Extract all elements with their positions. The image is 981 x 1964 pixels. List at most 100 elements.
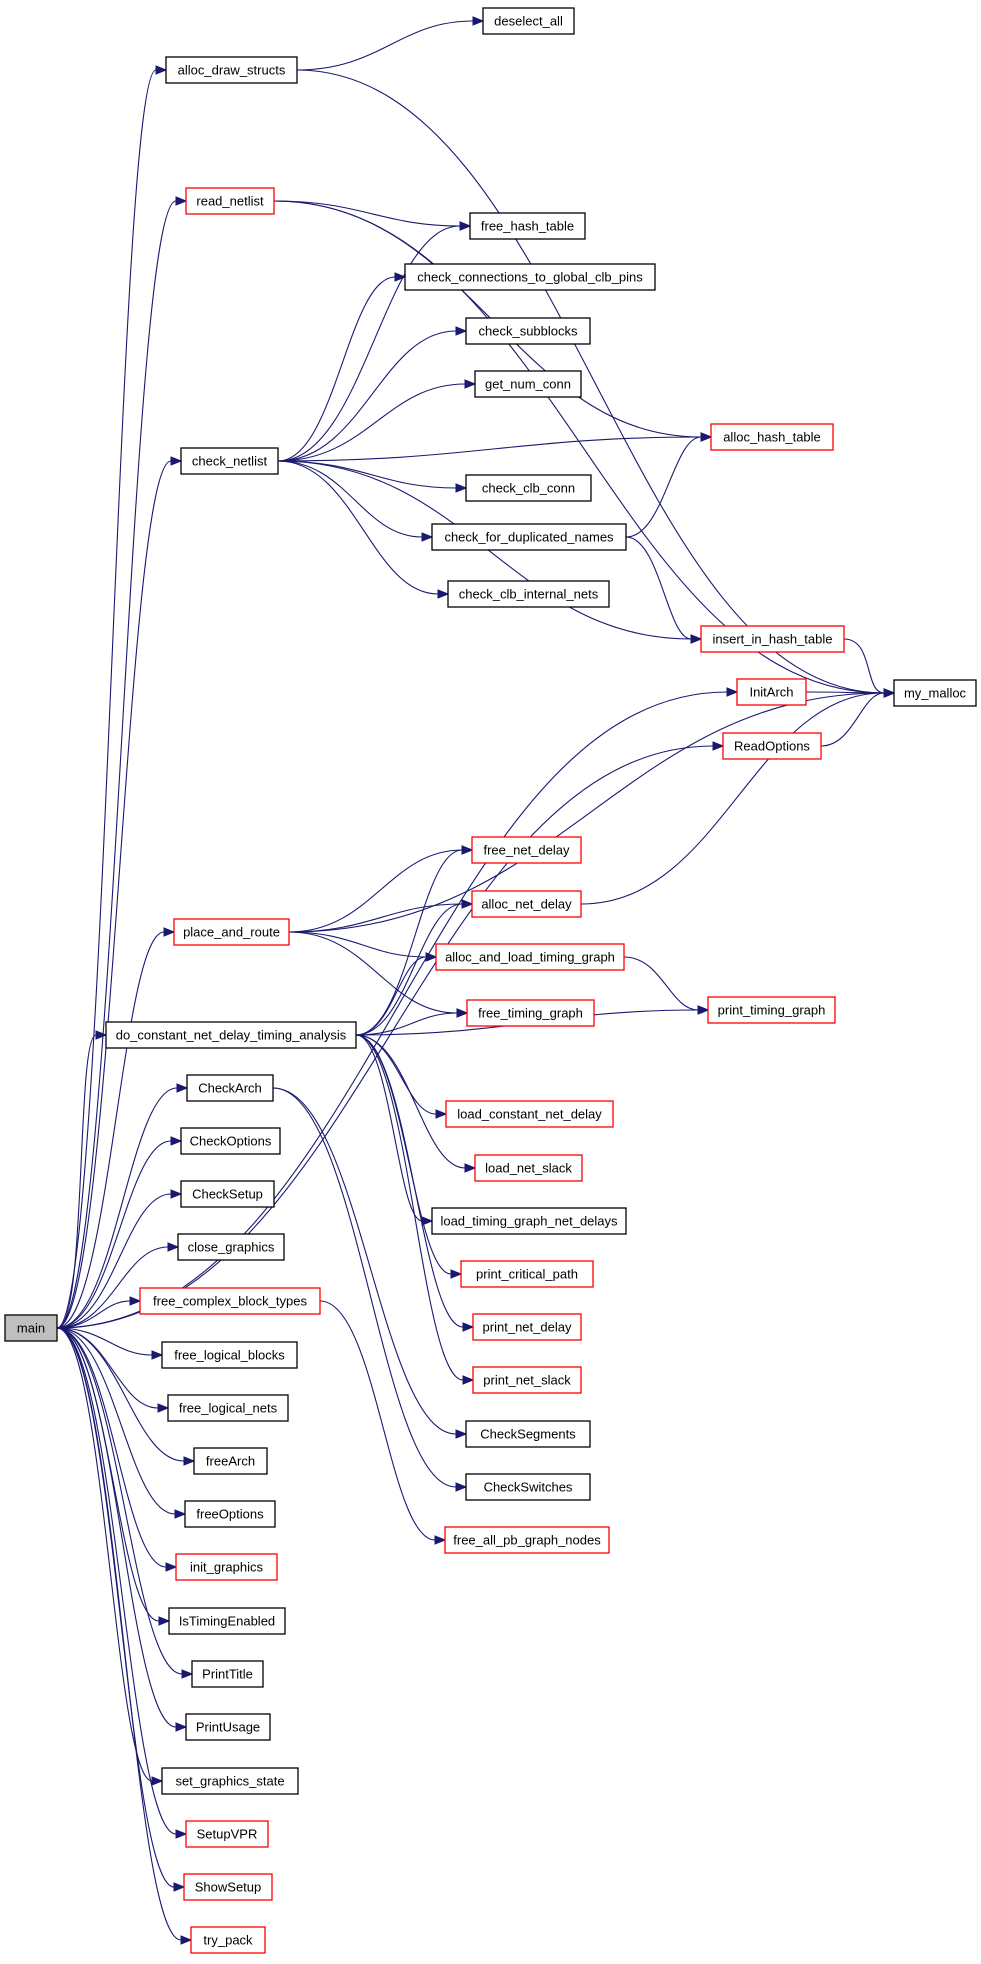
- edge-check-netlist-to-check-for-duplicated-names: [277, 460, 423, 538]
- node-label-alloc-and-load-timing-graph: alloc_and_load_timing_graph: [445, 949, 615, 964]
- arrowhead-print-critical-path: [450, 1269, 463, 1279]
- node-alloc-net-delay[interactable]: alloc_net_delay: [471, 890, 582, 918]
- node-read-options[interactable]: ReadOptions: [722, 732, 822, 760]
- node-label-print-critical-path: print_critical_path: [476, 1266, 578, 1281]
- node-do-constant-net-delay-timing-analysis[interactable]: do_constant_net_delay_timing_analysis: [105, 1021, 357, 1049]
- node-print-usage[interactable]: PrintUsage: [185, 1713, 271, 1741]
- node-place-and-route[interactable]: place_and_route: [173, 918, 290, 946]
- edge-do-constant-net-delay-timing-analysis-to-load-net-slack: [355, 1034, 466, 1169]
- node-box-check-subblocks: [465, 317, 591, 345]
- node-show-setup[interactable]: ShowSetup: [183, 1873, 273, 1901]
- arrowhead-free-net-delay: [461, 845, 474, 855]
- node-box-my-malloc: [893, 679, 977, 707]
- node-label-check-switches: CheckSwitches: [484, 1479, 573, 1494]
- node-label-check-subblocks: check_subblocks: [479, 323, 578, 338]
- node-free-net-delay[interactable]: free_net_delay: [471, 836, 582, 864]
- node-print-net-slack[interactable]: print_net_slack: [472, 1366, 582, 1394]
- arrowhead-show-setup: [173, 1882, 186, 1892]
- node-check-segments[interactable]: CheckSegments: [465, 1420, 591, 1448]
- node-free-logical-nets[interactable]: free_logical_nets: [167, 1394, 289, 1422]
- node-print-net-delay[interactable]: print_net_delay: [472, 1313, 582, 1341]
- node-alloc-and-load-timing-graph[interactable]: alloc_and_load_timing_graph: [435, 943, 625, 971]
- node-box-free-net-delay: [471, 836, 582, 864]
- node-free-complex-block-types[interactable]: free_complex_block_types: [139, 1287, 321, 1315]
- node-setup-vpr[interactable]: SetupVPR: [185, 1820, 269, 1848]
- edge-check-for-duplicated-names-to-alloc-hash-table: [625, 436, 702, 538]
- node-box-free-timing-graph: [466, 999, 595, 1027]
- node-box-show-setup: [183, 1873, 273, 1901]
- node-close-graphics[interactable]: close_graphics: [177, 1233, 285, 1261]
- node-print-title[interactable]: PrintTitle: [191, 1660, 264, 1688]
- node-free-timing-graph[interactable]: free_timing_graph: [466, 999, 595, 1027]
- node-load-net-slack[interactable]: load_net_slack: [474, 1154, 583, 1182]
- node-label-free-arch: freeArch: [206, 1453, 255, 1468]
- node-print-timing-graph[interactable]: print_timing_graph: [707, 996, 836, 1024]
- node-label-insert-in-hash-table: insert_in_hash_table: [713, 631, 833, 646]
- node-alloc-hash-table[interactable]: alloc_hash_table: [710, 423, 834, 451]
- node-load-timing-graph-net-delays[interactable]: load_timing_graph_net_delays: [431, 1207, 627, 1235]
- call-edges: [56, 16, 896, 1945]
- node-box-check-connections-to-global-clb-pins: [404, 263, 656, 291]
- arrowhead-try-pack: [180, 1935, 193, 1945]
- node-check-arch[interactable]: CheckArch: [186, 1074, 274, 1102]
- edge-alloc-draw-structs-to-deselect-all: [296, 20, 474, 71]
- node-set-graphics-state[interactable]: set_graphics_state: [161, 1767, 299, 1795]
- node-check-clb-internal-nets[interactable]: check_clb_internal_nets: [447, 580, 610, 608]
- node-free-hash-table[interactable]: free_hash_table: [469, 212, 586, 240]
- node-check-connections-to-global-clb-pins[interactable]: check_connections_to_global_clb_pins: [404, 263, 656, 291]
- node-check-clb-conn[interactable]: check_clb_conn: [465, 474, 592, 502]
- node-main[interactable]: main: [4, 1314, 58, 1342]
- node-deselect-all[interactable]: deselect_all: [482, 7, 575, 35]
- node-check-switches[interactable]: CheckSwitches: [465, 1473, 591, 1501]
- node-label-print-usage: PrintUsage: [196, 1719, 260, 1734]
- edge-main-to-do-constant-net-delay-timing-analysis: [56, 1034, 97, 1329]
- node-is-timing-enabled[interactable]: IsTimingEnabled: [168, 1607, 286, 1635]
- edge-main-to-check-options: [56, 1140, 172, 1329]
- node-box-read-options: [722, 732, 822, 760]
- node-box-free-complex-block-types: [139, 1287, 321, 1315]
- edge-do-constant-net-delay-timing-analysis-to-print-net-slack: [355, 1034, 464, 1381]
- node-check-setup[interactable]: CheckSetup: [180, 1180, 275, 1208]
- edge-check-netlist-to-alloc-hash-table: [277, 436, 702, 462]
- node-box-alloc-and-load-timing-graph: [435, 943, 625, 971]
- arrowhead-load-constant-net-delay: [435, 1109, 448, 1119]
- node-box-load-timing-graph-net-delays: [431, 1207, 627, 1235]
- arrowhead-init-arch: [726, 687, 739, 697]
- node-box-load-constant-net-delay: [445, 1100, 614, 1128]
- node-try-pack[interactable]: try_pack: [190, 1926, 266, 1954]
- edge-main-to-is-timing-enabled: [56, 1327, 160, 1622]
- node-init-arch[interactable]: InitArch: [736, 678, 807, 706]
- node-box-free-hash-table: [469, 212, 586, 240]
- node-label-try-pack: try_pack: [203, 1932, 253, 1947]
- node-label-check-segments: CheckSegments: [480, 1426, 576, 1441]
- node-box-print-title: [191, 1660, 264, 1688]
- node-load-constant-net-delay[interactable]: load_constant_net_delay: [445, 1100, 614, 1128]
- edge-do-constant-net-delay-timing-analysis-to-free-net-delay: [355, 849, 463, 1036]
- edge-main-to-set-graphics-state: [56, 1327, 153, 1782]
- node-read-netlist[interactable]: read_netlist: [185, 187, 275, 215]
- edge-do-constant-net-delay-timing-analysis-to-load-timing-graph-net-delays: [355, 1034, 423, 1222]
- node-free-all-pb-graph-nodes[interactable]: free_all_pb_graph_nodes: [444, 1526, 610, 1554]
- node-check-for-duplicated-names[interactable]: check_for_duplicated_names: [431, 523, 627, 551]
- node-free-logical-blocks[interactable]: free_logical_blocks: [161, 1341, 298, 1369]
- node-alloc-draw-structs[interactable]: alloc_draw_structs: [165, 56, 298, 84]
- node-print-critical-path[interactable]: print_critical_path: [460, 1260, 594, 1288]
- node-init-graphics[interactable]: init_graphics: [175, 1553, 278, 1581]
- arrowhead-free-logical-blocks: [151, 1350, 164, 1360]
- node-label-read-options: ReadOptions: [734, 738, 810, 753]
- node-my-malloc[interactable]: my_malloc: [893, 679, 977, 707]
- edge-check-netlist-to-check-connections-to-global-clb-pins: [277, 276, 396, 462]
- node-check-subblocks[interactable]: check_subblocks: [465, 317, 591, 345]
- node-box-print-net-delay: [472, 1313, 582, 1341]
- node-get-num-conn[interactable]: get_num_conn: [474, 370, 582, 398]
- edge-main-to-alloc-draw-structs: [56, 69, 157, 1329]
- node-free-options[interactable]: freeOptions: [184, 1500, 276, 1528]
- arrowhead-check-segments: [455, 1429, 468, 1439]
- node-insert-in-hash-table[interactable]: insert_in_hash_table: [700, 625, 845, 653]
- node-check-options[interactable]: CheckOptions: [180, 1127, 281, 1155]
- node-box-print-timing-graph: [707, 996, 836, 1024]
- node-label-get-num-conn: get_num_conn: [485, 376, 571, 391]
- node-check-netlist[interactable]: check_netlist: [180, 447, 279, 475]
- node-free-arch[interactable]: freeArch: [193, 1447, 268, 1475]
- node-label-print-title: PrintTitle: [202, 1666, 253, 1681]
